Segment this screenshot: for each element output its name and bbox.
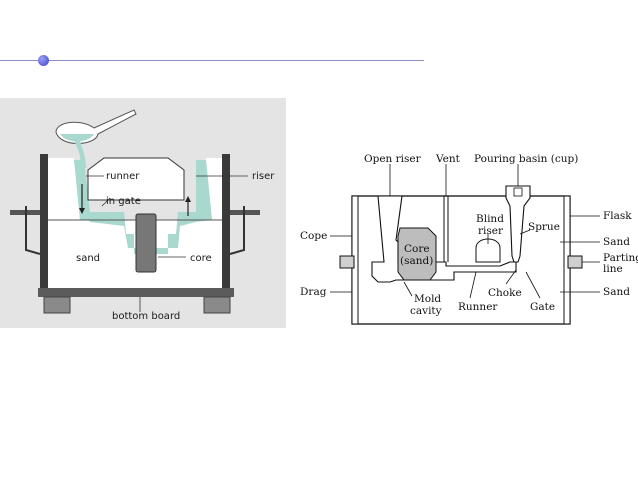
flask-label: Flask — [603, 210, 632, 222]
riser-label: riser — [252, 171, 275, 182]
flask-right-wall — [222, 154, 230, 292]
core-label-line2: (sand) — [400, 255, 433, 267]
vent-label: Vent — [435, 153, 461, 165]
right-parting-tab — [567, 255, 583, 269]
bottom-board — [38, 288, 234, 297]
core-shape — [135, 213, 157, 273]
lower-sand — [46, 222, 222, 288]
bullet-icon — [38, 55, 49, 66]
pouring-basin-sprue — [505, 185, 531, 263]
mold-section-diagram: Open riser Vent Pouring basin (cup) Flas… — [300, 153, 638, 325]
sprue-label: Sprue — [528, 221, 560, 233]
blind-riser — [475, 238, 501, 263]
sand-upper-label: Sand — [603, 236, 630, 248]
cope-block — [87, 157, 185, 201]
mold-cavity-label-line2: cavity — [410, 305, 442, 317]
cavity-metal — [90, 212, 196, 254]
flask-left-wall — [40, 154, 48, 292]
right-support-block — [203, 296, 231, 314]
molten-metal — [74, 160, 212, 254]
ladle-metal — [60, 134, 94, 142]
choke-label: Choke — [488, 287, 522, 299]
runner-label: runner — [106, 171, 140, 182]
in-gate-label: in gate — [106, 196, 141, 207]
left-support-block — [43, 296, 71, 314]
blind-riser-label-line2: riser — [478, 225, 504, 237]
core-label-line1: Core — [404, 243, 430, 255]
sand-lower-label: Sand — [603, 286, 630, 298]
bottom-board-label: bottom board — [112, 311, 180, 322]
left-parting-tab — [339, 255, 355, 269]
runner-label: Runner — [458, 301, 498, 313]
title-divider-line — [0, 60, 424, 61]
parting-line-label-line2: line — [603, 263, 623, 275]
core-label: core — [190, 253, 212, 264]
cope-label: Cope — [300, 230, 327, 242]
core-shape — [397, 227, 437, 281]
mold-cavity-label-line1: Mold — [414, 293, 441, 305]
right-handle — [229, 206, 245, 255]
blind-riser-label-line1: Blind — [476, 213, 504, 225]
parting-line-label-line1: Parting — [603, 252, 638, 264]
sand-label: sand — [76, 253, 100, 264]
drag-label: Drag — [300, 286, 327, 298]
pouring-basin-label: Pouring basin (cup) — [474, 153, 578, 165]
pour-stream — [74, 140, 86, 168]
left-handle — [25, 206, 41, 255]
gate-label: Gate — [530, 301, 555, 313]
sand-casting-diagram: runner riser in gate sand core bottom bo… — [0, 98, 286, 328]
open-riser-label: Open riser — [364, 153, 422, 165]
